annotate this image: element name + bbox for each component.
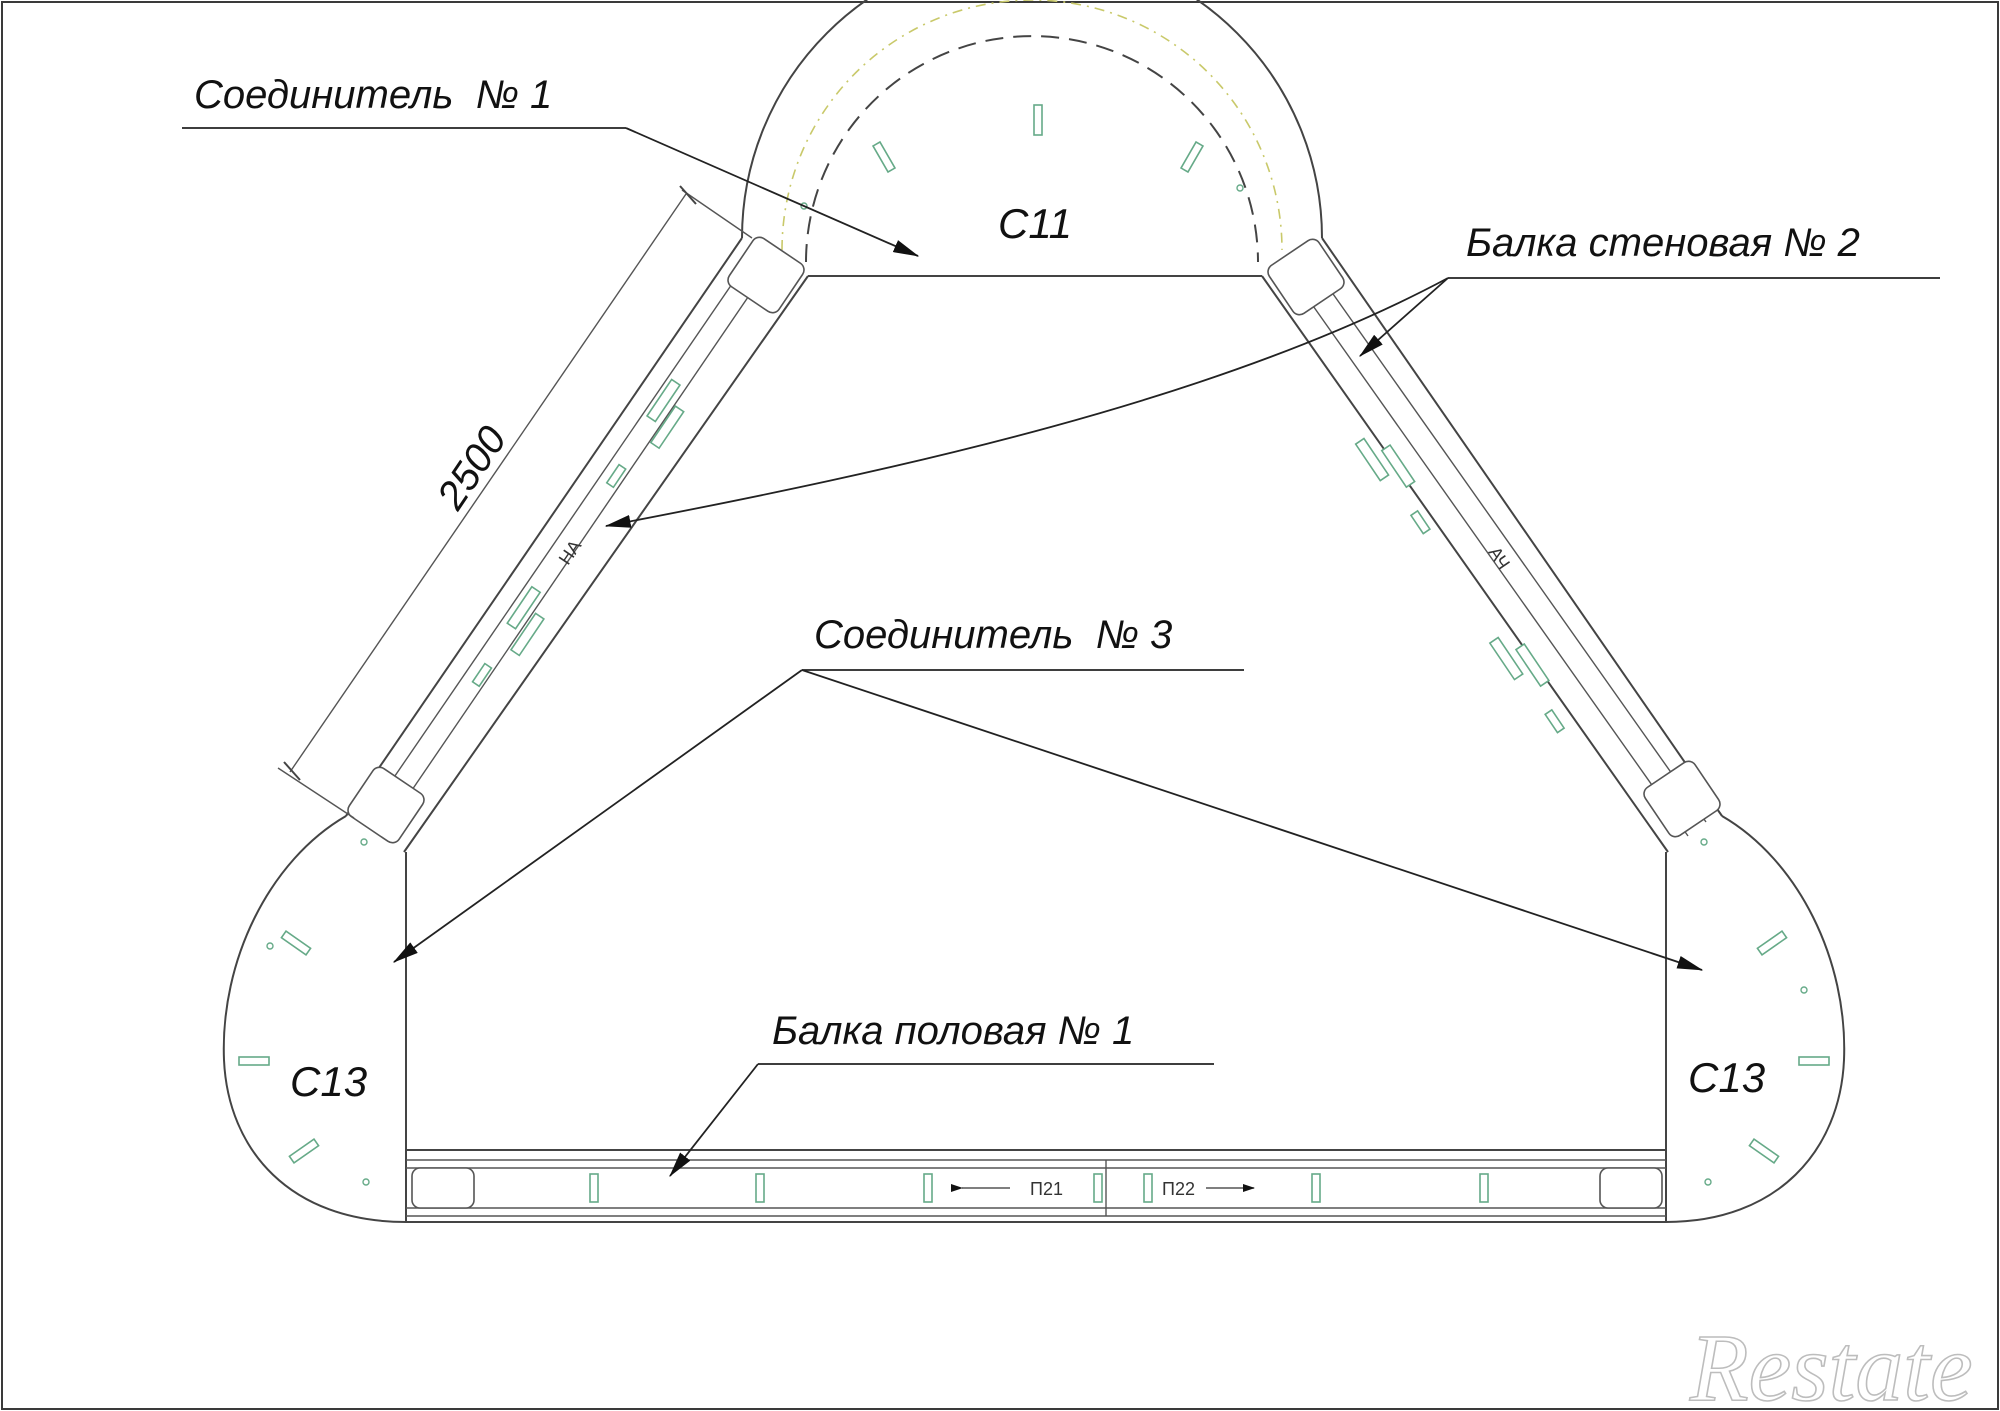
label-connector-3: Соединитель № 3 — [814, 613, 1172, 657]
label-wall-beam-2: Балка стеновая № 2 — [1466, 221, 1860, 265]
dimension-2500: 2500 — [277, 185, 753, 819]
wall-beam-right: АЧ — [1261, 237, 1723, 853]
arc-piece-c11 — [741, 0, 1323, 277]
mark-p22: П22 — [1162, 1179, 1195, 1199]
part-c11: C11 — [998, 200, 1072, 247]
leader-connector-1 — [182, 127, 920, 257]
label-floor-beam-1: Балка половая № 1 — [772, 1009, 1134, 1053]
leader-wall-beam-2 — [604, 277, 1940, 528]
label-connector-1: Соединитель № 1 — [194, 73, 552, 117]
dimension-value: 2500 — [428, 419, 515, 518]
corner-piece-c13-right — [1665, 815, 1846, 1223]
left-beam-mark: НА — [555, 536, 586, 568]
mark-p21: П21 — [1030, 1179, 1063, 1199]
leader-connector-3 — [392, 669, 1704, 971]
floor-beam: П21 П22 — [406, 1149, 1666, 1223]
watermark-logo: Restate — [1689, 1314, 1973, 1411]
leader-floor-beam-1 — [669, 1063, 1214, 1178]
wall-beam-left: НА — [345, 236, 809, 853]
part-c13-right: C13 — [1688, 1054, 1765, 1101]
corner-piece-c13-left — [222, 815, 407, 1223]
part-c13-left: C13 — [290, 1058, 367, 1105]
right-beam-mark: АЧ — [1485, 543, 1514, 573]
